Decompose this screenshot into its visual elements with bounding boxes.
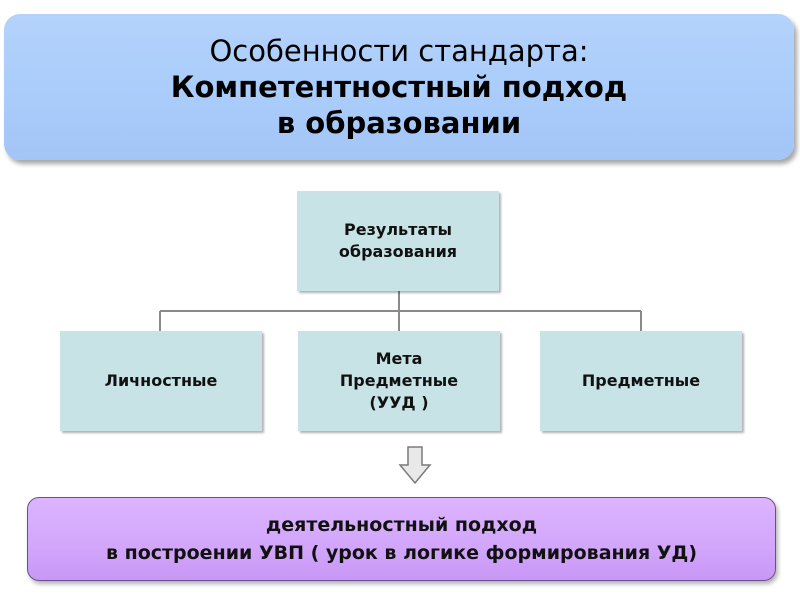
conclusion-line-1: деятельностный подход	[265, 514, 538, 536]
conclusion-box: деятельностный подход в построении УВП (…	[27, 497, 776, 581]
conclusion-line-2: в построении УВП ( урок в логике формиро…	[105, 542, 698, 564]
personal-node: Личностные	[60, 331, 262, 431]
title-line-2: Компетентностный подход	[170, 70, 628, 104]
down-arrow-icon	[398, 446, 432, 485]
title-line-3: в образовании	[276, 106, 522, 140]
results-node: Результаты образования	[297, 191, 499, 291]
meta-subject-node: Мета Предметные (УУД )	[298, 331, 500, 431]
title-line-1: Особенности стандарта:	[209, 34, 589, 68]
title-banner: Особенности стандарта: Компетентностный …	[4, 14, 794, 160]
subject-node: Предметные	[540, 331, 742, 431]
